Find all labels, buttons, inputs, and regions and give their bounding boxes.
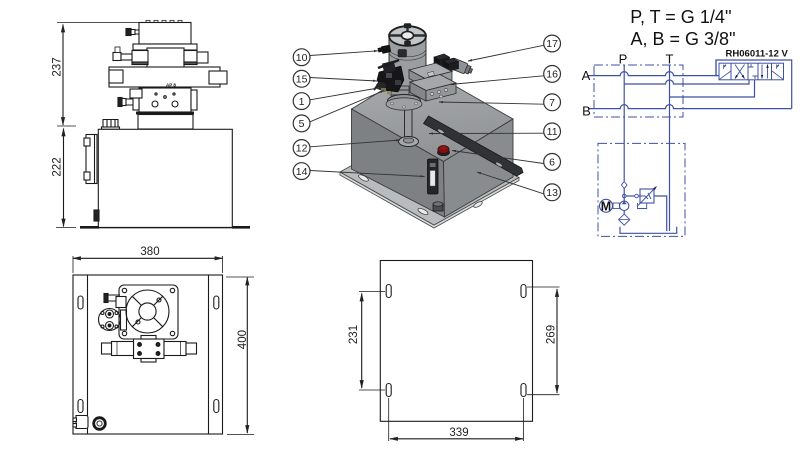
svg-text:16: 16 [546,69,558,81]
svg-text:339: 339 [449,427,468,439]
svg-text:10: 10 [296,52,308,64]
svg-text:231: 231 [348,325,360,344]
svg-text:269: 269 [546,325,558,344]
svg-text:380: 380 [140,246,159,258]
svg-text:T: T [666,52,674,67]
svg-text:12: 12 [296,143,308,155]
svg-text:AP 8: AP 8 [166,83,176,88]
svg-text:222: 222 [52,157,64,176]
svg-text:17: 17 [546,38,558,50]
svg-text:B: B [582,104,591,119]
svg-text:15: 15 [296,74,308,86]
svg-text:11: 11 [547,126,558,138]
svg-text:RH06011-12 V: RH06011-12 V [726,49,789,60]
svg-text:A, B = G 3/8": A, B = G 3/8" [631,29,736,49]
svg-text:13: 13 [546,187,558,199]
svg-text:5: 5 [299,118,305,130]
svg-text:P: P [619,52,628,67]
svg-text:A: A [582,68,591,83]
svg-text:6: 6 [549,157,555,169]
svg-text:M: M [601,199,611,213]
svg-text:237: 237 [52,57,64,76]
svg-text:14: 14 [296,166,308,178]
svg-text:1: 1 [299,96,305,108]
svg-text:P, T = G 1/4'': P, T = G 1/4'' [630,7,731,27]
svg-text:7: 7 [549,97,555,109]
svg-text:400: 400 [237,330,249,349]
